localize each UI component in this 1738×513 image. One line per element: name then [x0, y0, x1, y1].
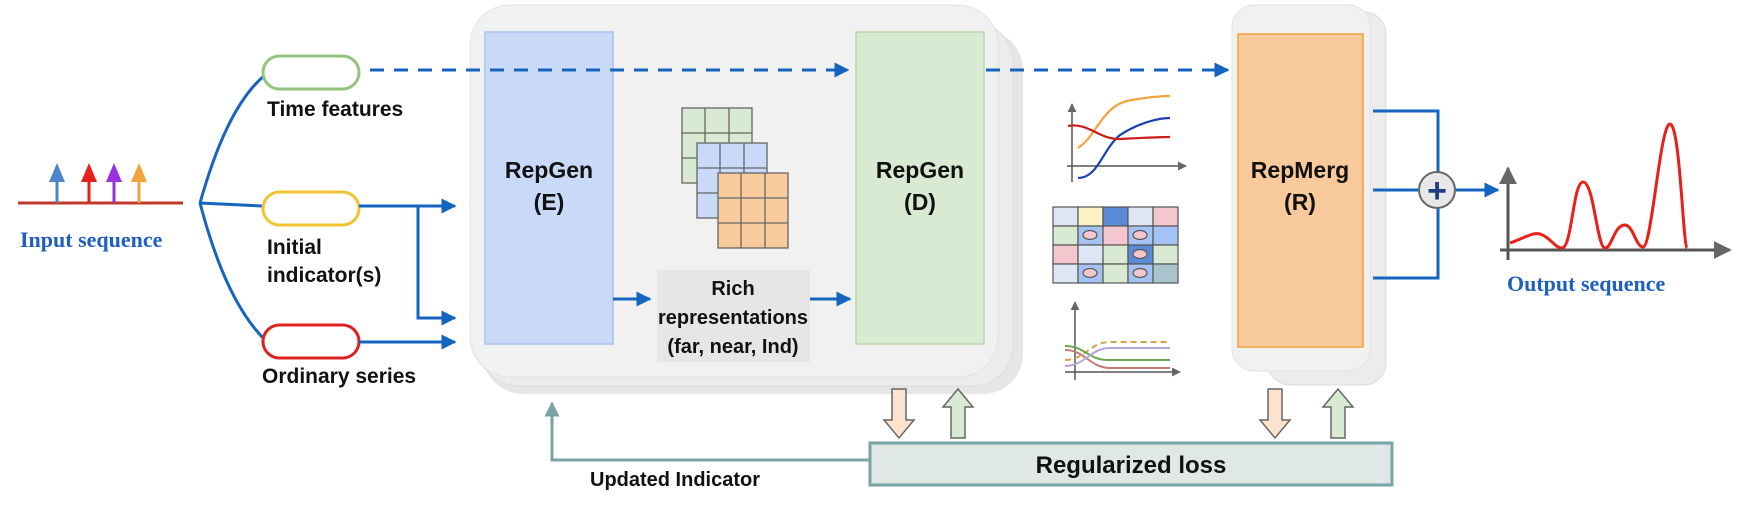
- encoder-label-1: RepGen: [505, 157, 593, 183]
- merger-label-2: (R): [1284, 189, 1316, 215]
- rich-representations-label-3: (far, near, Ind): [667, 336, 798, 358]
- ordinary-series-oval: [261, 323, 361, 360]
- input-arrow-3: [106, 163, 122, 203]
- plus-symbol: +: [1427, 172, 1447, 210]
- ordinary-series-label: Ordinary series: [262, 365, 416, 388]
- input-flow-arrows: [359, 198, 852, 350]
- output-curve: [1509, 122, 1689, 250]
- input-sequence-label: Input sequence: [20, 227, 163, 252]
- output-sequence-label: Output sequence: [1507, 271, 1666, 296]
- rich-representations-box: [657, 270, 810, 362]
- branch-to-ordinary: [198, 202, 267, 342]
- decoder-block: [855, 31, 985, 345]
- merger-block: [1237, 33, 1364, 348]
- decoder-label-1: RepGen: [876, 157, 964, 183]
- updated-indicator-arrow: [544, 401, 870, 462]
- branch-curves: [198, 73, 267, 342]
- input-arrow-1: [49, 163, 65, 203]
- representation-matrices-icon: [681, 107, 789, 249]
- initial-indicator-label-1: Initial: [267, 236, 322, 259]
- plus-icon: +: [1418, 171, 1456, 210]
- mini-heatmap: [1052, 206, 1179, 284]
- merger-loss-down-arrow: [1258, 388, 1292, 440]
- decoder-loss-down-arrow: [882, 388, 916, 440]
- rich-representations-label-2: representations: [658, 307, 808, 329]
- input-arrow-2: [81, 163, 97, 203]
- matrix-orange: [717, 172, 789, 249]
- indicator-drop-arrow: [416, 206, 457, 326]
- time-features-oval: [261, 54, 361, 91]
- regularized-loss-box: [868, 441, 1394, 487]
- input-sequence: Input sequence: [18, 163, 183, 252]
- initial-indicator-label-2: indicator(s): [267, 264, 381, 287]
- rich-representations-label-1: Rich: [711, 278, 754, 300]
- branch-to-indicator: [199, 201, 263, 208]
- updated-indicator-label: Updated Indicator: [590, 469, 760, 491]
- decoder-loss-up-arrow: [941, 387, 975, 439]
- time-features-label: Time features: [267, 98, 403, 121]
- merger-loss-up-arrow: [1321, 387, 1355, 439]
- output-chart: [1499, 122, 1732, 260]
- decoder-label-2: (D): [904, 189, 936, 215]
- mini-plot-bottom: [1064, 301, 1181, 380]
- branch-to-time: [198, 73, 266, 204]
- input-arrow-4: [131, 163, 147, 203]
- initial-indicator-oval: [261, 190, 361, 227]
- regularized-loss-label: Regularized loss: [1036, 452, 1227, 479]
- mini-plot-top: [1067, 94, 1187, 182]
- encoder-label-2: (E): [534, 189, 565, 215]
- encoder-block: [484, 31, 614, 345]
- merger-label-1: RepMerg: [1251, 157, 1349, 183]
